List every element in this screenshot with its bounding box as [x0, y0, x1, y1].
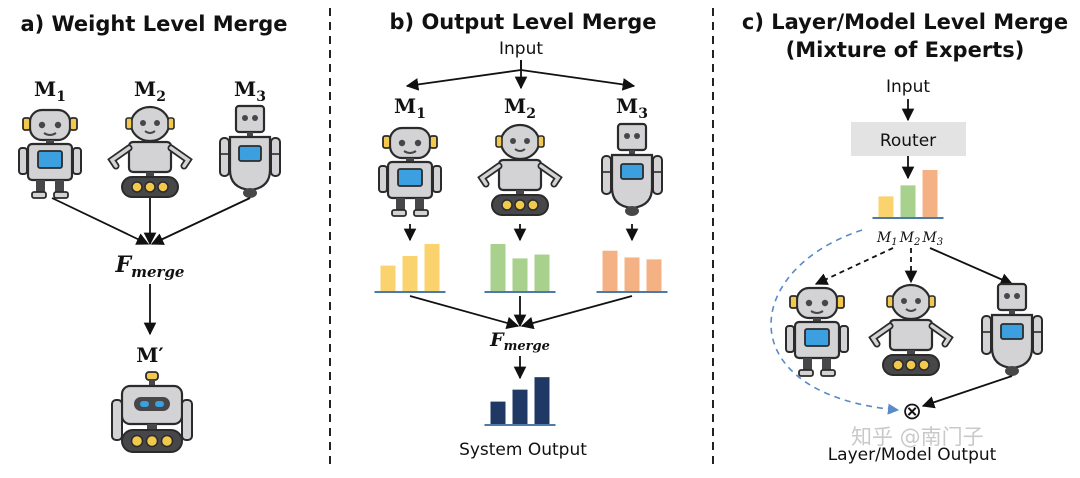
- panel-b-input-arrow-3: [520, 69, 636, 91]
- panel-b-model-1-output-bar-1: [380, 265, 396, 292]
- panel-b-title: b) Output Level Merge: [390, 10, 657, 34]
- panel-a-model-3-label: M3: [234, 77, 266, 105]
- panel-c-skip-dashed-arrow: [770, 229, 900, 415]
- panel-b-system-output-bars: [484, 377, 556, 426]
- panel-b-merge-arrow-3: [520, 295, 633, 330]
- panel-b-model-output-bars: [374, 244, 668, 293]
- panel-c-watermark: 知乎 @南门子: [851, 425, 984, 449]
- router-weight-bar-3: [922, 170, 938, 218]
- panel-b-merge-arrow-1: [409, 295, 520, 330]
- panel-a-merge-function: Fmerge: [115, 252, 185, 281]
- panel-b-input-arrow-1: [405, 60, 522, 91]
- panel-b-model-1-output-bar-3: [424, 244, 440, 292]
- panel-a-robot-2-icon: [112, 107, 188, 197]
- panel-b-model-2-output-bar-1: [490, 244, 506, 292]
- expert-1-robot-icon: [784, 286, 850, 378]
- panel-a-robot-1-icon: [17, 108, 83, 200]
- router-label: Router: [880, 131, 936, 151]
- panel-b-model-2-output-bar-3: [534, 254, 550, 292]
- panel-c-output-label: Layer/Model Output: [828, 445, 997, 465]
- panel-a-arrow-1: [51, 197, 150, 245]
- router-weight-bars: [872, 170, 944, 219]
- expert-3-robot-icon: [980, 282, 1044, 378]
- panel-b-robot-2-icon: [482, 125, 558, 215]
- panel-b-model-1-output-bar-2: [402, 256, 418, 292]
- panel-c-solid-arrow-3: [929, 247, 1014, 286]
- router-weight-bar-1: [878, 196, 894, 218]
- panel-b-model-3-output-bar-2: [624, 257, 640, 292]
- panel-c-dashed-arrow-1: [814, 247, 894, 285]
- panel-a-title: a) Weight Level Merge: [20, 12, 287, 36]
- panel-b-model-3-label: M3: [616, 94, 648, 122]
- panel-a-model-1-label: M1: [34, 77, 66, 105]
- panel-a-arrow-3: [150, 197, 251, 245]
- panel-c-title-line1: c) Layer/Model Level Merge: [742, 10, 1068, 34]
- panel-b-model-3-output-bar-1: [602, 250, 618, 292]
- panel-layer-model-level-merge: c) Layer/Model Level Merge (Mixture of E…: [742, 10, 1068, 465]
- panel-b-input-label: Input: [499, 39, 543, 59]
- panel-c-expert-3-to-combine-arrow: [921, 375, 1013, 409]
- panel-c-title-line2: (Mixture of Experts): [786, 38, 1025, 62]
- panel-b-model-2-label: M2: [504, 94, 536, 122]
- panel-c-input-label: Input: [886, 77, 930, 97]
- combine-operator-icon: ⊗: [902, 397, 922, 425]
- panel-b-robot-3-icon: [600, 122, 664, 218]
- panel-a-robot-3-icon: [218, 104, 282, 200]
- panel-b-model-1-label: M1: [394, 94, 426, 122]
- panel-a-model-2-label: M2: [134, 77, 166, 105]
- expert-2-robot-icon: [873, 285, 949, 375]
- panel-b-system-output-bar-3: [534, 377, 550, 425]
- panel-b-robot-1-icon: [377, 126, 443, 218]
- panel-a-merged-robot-icon: [110, 370, 194, 454]
- panel-b-merge-function: Fmerge: [489, 329, 550, 354]
- router-weight-bar-2: [900, 185, 916, 218]
- panel-b-model-2-output-bar-2: [512, 258, 528, 292]
- panel-b-system-output-bar-1: [490, 401, 506, 425]
- panel-b-model-3-output-bar-3: [646, 259, 662, 292]
- panel-output-level-merge: b) Output Level Merge Input M1 M2 M3 Fme…: [374, 10, 668, 460]
- panel-b-output-label: System Output: [459, 440, 587, 460]
- router-box: [851, 122, 966, 156]
- panel-weight-level-merge: a) Weight Level Merge M1 M2 M3 Fmerge M′: [17, 12, 288, 454]
- panel-b-system-output-bar-2: [512, 389, 528, 425]
- panel-a-output-model-label: M′: [136, 343, 163, 367]
